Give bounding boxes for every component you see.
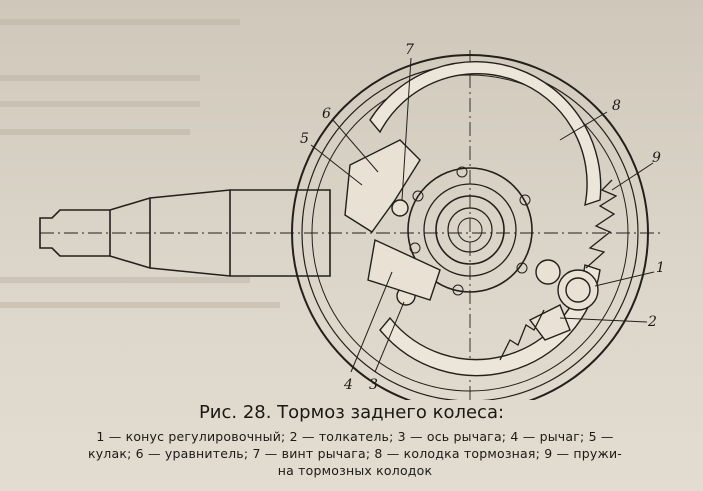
callout-6: 6 [322, 106, 331, 122]
brake-shoes [369, 61, 602, 377]
figure-caption-title: Рис. 28. Тормоз заднего колеса: [198, 402, 505, 423]
callout-1: 1 [656, 260, 665, 276]
brake-drawing: 7 6 5 8 9 1 2 4 3 [0, 19, 665, 400]
background-print [0, 19, 280, 308]
callout-2: 2 [647, 314, 657, 330]
legend-line: 1 — конус регулировочный; 2 — толкатель;… [96, 429, 614, 444]
figure-legend: 1 — конус регулировочный; 2 — толкатель;… [30, 428, 680, 479]
lever-mechanism [344, 139, 599, 341]
callout-9: 9 [652, 150, 661, 166]
axle-housing [39, 189, 660, 277]
legend-line: кулак; 6 — уравнитель; 7 — винт рычага; … [87, 446, 623, 461]
callout-3: 3 [369, 377, 378, 393]
callout-4: 4 [343, 377, 353, 393]
callout-8: 8 [612, 98, 621, 114]
brake-drum [291, 50, 649, 400]
hub [407, 166, 533, 296]
leader-lines [310, 57, 655, 373]
shoe-springs [499, 179, 618, 361]
callout-5: 5 [300, 131, 309, 147]
legend-line: на тормозных колодок [277, 463, 433, 478]
callout-7: 7 [405, 42, 414, 58]
